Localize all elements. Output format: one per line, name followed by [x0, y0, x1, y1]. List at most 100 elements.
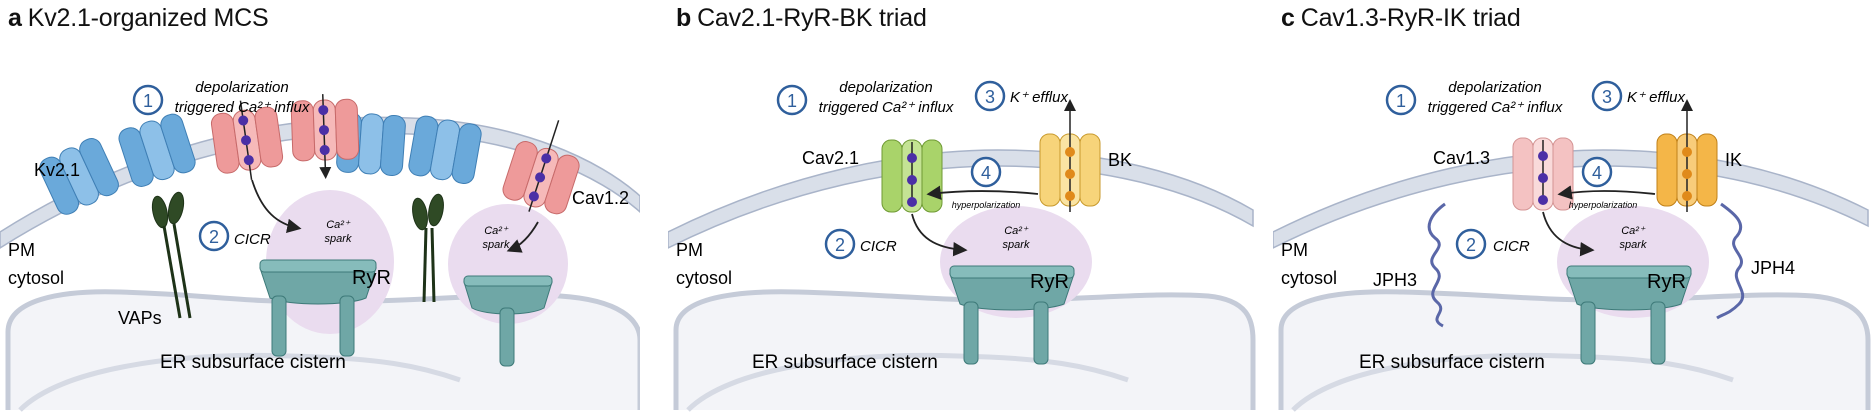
- er-label: ER subsurface cistern: [752, 352, 938, 373]
- cav12-channel: [290, 94, 360, 180]
- hyperpolarization-label: hyperpolarization: [1569, 200, 1638, 210]
- step-2-circle: [1455, 228, 1487, 260]
- panel-letter: b: [676, 4, 692, 32]
- panel-title-text: Cav1.3-RyR-IK triad: [1300, 4, 1521, 32]
- cicr-arrow: [506, 221, 539, 253]
- step-1-label: depolarization: [839, 79, 932, 96]
- step-1-label: triggered Ca²⁺ influx: [1428, 99, 1563, 116]
- hyperpolarization-arrow: [926, 185, 1039, 200]
- er-cistern: [1278, 289, 1871, 410]
- cytosol-label: cytosol: [1281, 268, 1337, 288]
- ca-spark-label: Ca²⁺: [326, 219, 351, 231]
- bk-label: BK: [1108, 150, 1132, 170]
- panel-a-diagram: 1 2 depolarization triggered Ca²⁺ influx…: [0, 79, 640, 412]
- panel-letter: a: [8, 4, 22, 32]
- k-efflux-label: K⁺ efflux: [1010, 89, 1068, 106]
- step-4-number: 4: [981, 163, 991, 183]
- ryr-label: RyR: [1647, 271, 1686, 293]
- bk-channel: [1039, 99, 1101, 212]
- ca-spark-label: Ca²⁺: [1621, 225, 1646, 237]
- ca-spark-label: spark: [1003, 239, 1030, 251]
- step-1-label: triggered Ca²⁺ influx: [175, 99, 310, 116]
- pm-label: PM: [8, 240, 35, 260]
- cicr-label: CICR: [860, 238, 897, 255]
- panel-title-text: Kv2.1-organized MCS: [27, 4, 269, 32]
- step-4-number: 4: [1592, 163, 1602, 183]
- step-1-number: 1: [787, 91, 797, 111]
- kv21-channel: [39, 138, 119, 215]
- step-2-circle: [198, 220, 230, 252]
- cicr-label: CICR: [1493, 238, 1530, 255]
- jph4-label: JPH4: [1751, 258, 1795, 278]
- step-1-number: 1: [1396, 91, 1406, 111]
- step-1-number: 1: [143, 91, 153, 111]
- er-inner-fold: [1291, 353, 1734, 412]
- cicr-arrow: [1542, 211, 1595, 257]
- step-4-circle: [970, 156, 1002, 188]
- step-1-circle: [1385, 84, 1417, 116]
- cytosol-label: cytosol: [676, 268, 732, 288]
- cav21-label: Cav2.1: [802, 148, 859, 168]
- er-label: ER subsurface cistern: [1359, 352, 1545, 373]
- er-label: ER subsurface cistern: [160, 352, 346, 373]
- step-1-label: depolarization: [195, 79, 288, 96]
- er-inner-fold: [686, 353, 1129, 412]
- plasma-membrane: [1273, 149, 1869, 249]
- step-1-label: depolarization: [1448, 79, 1541, 96]
- step-1-circle: [776, 84, 808, 116]
- vaps-protein: [412, 193, 444, 303]
- ik-channel: [1656, 99, 1718, 212]
- ca-spark-label: Ca²⁺: [484, 225, 509, 237]
- ca-spark-label: spark: [483, 239, 510, 251]
- vaps-protein: [151, 191, 192, 319]
- step-3-number: 3: [985, 87, 995, 107]
- ryr-receptor: [259, 259, 377, 357]
- ryr-receptor: [1566, 265, 1692, 365]
- cav13-channel: [1512, 137, 1574, 211]
- step-3-circle: [1591, 80, 1623, 112]
- jph3-tether: [1427, 202, 1446, 328]
- step-3-number: 3: [1602, 87, 1612, 107]
- hyperpolarization-arrow: [1557, 185, 1656, 200]
- panel-letter: c: [1281, 4, 1295, 32]
- pm-label: PM: [1281, 240, 1308, 260]
- cicr-arrow: [911, 213, 968, 257]
- step-1-circle: [132, 84, 164, 116]
- cytosol-label: cytosol: [8, 268, 64, 288]
- panel-b-diagram: 1 2 3 4 depolarization triggered Ca²⁺ in…: [668, 79, 1256, 412]
- step-3-circle: [974, 80, 1006, 112]
- ryr-label: RyR: [1030, 271, 1069, 293]
- k-efflux-label: K⁺ efflux: [1627, 89, 1685, 106]
- hyperpolarization-label: hyperpolarization: [952, 200, 1021, 210]
- step-2-circle: [824, 228, 856, 260]
- ryr-receptor: [463, 275, 553, 367]
- pm-label: PM: [676, 240, 703, 260]
- step-2-number: 2: [209, 227, 219, 247]
- step-4-circle: [1581, 156, 1613, 188]
- panel-title-text: Cav2.1-RyR-BK triad: [697, 4, 927, 32]
- step-2-number: 2: [1466, 235, 1476, 255]
- cicr-label: CICR: [234, 231, 271, 248]
- ca-spark-label: spark: [325, 233, 352, 245]
- kv21-channel: [118, 113, 196, 187]
- kv21-channel: [408, 115, 482, 185]
- jph3-label: JPH3: [1373, 270, 1417, 290]
- cicr-arrow: [251, 179, 302, 233]
- step-1-label: triggered Ca²⁺ influx: [819, 99, 954, 116]
- ryr-receptor: [949, 265, 1075, 365]
- cav13-label: Cav1.3: [1433, 148, 1490, 168]
- ryr-label: RyR: [352, 267, 391, 289]
- cav12-channel: [210, 100, 284, 180]
- ca-spark-label: spark: [1620, 239, 1647, 251]
- panel-c-diagram: 1 2 3 4 depolarization triggered Ca²⁺ in…: [1273, 79, 1871, 412]
- ca-spark-label: Ca²⁺: [1004, 225, 1029, 237]
- vaps-label: VAPs: [118, 308, 162, 328]
- jph4-tether: [1716, 202, 1745, 320]
- kv21-label: Kv2.1: [34, 160, 80, 180]
